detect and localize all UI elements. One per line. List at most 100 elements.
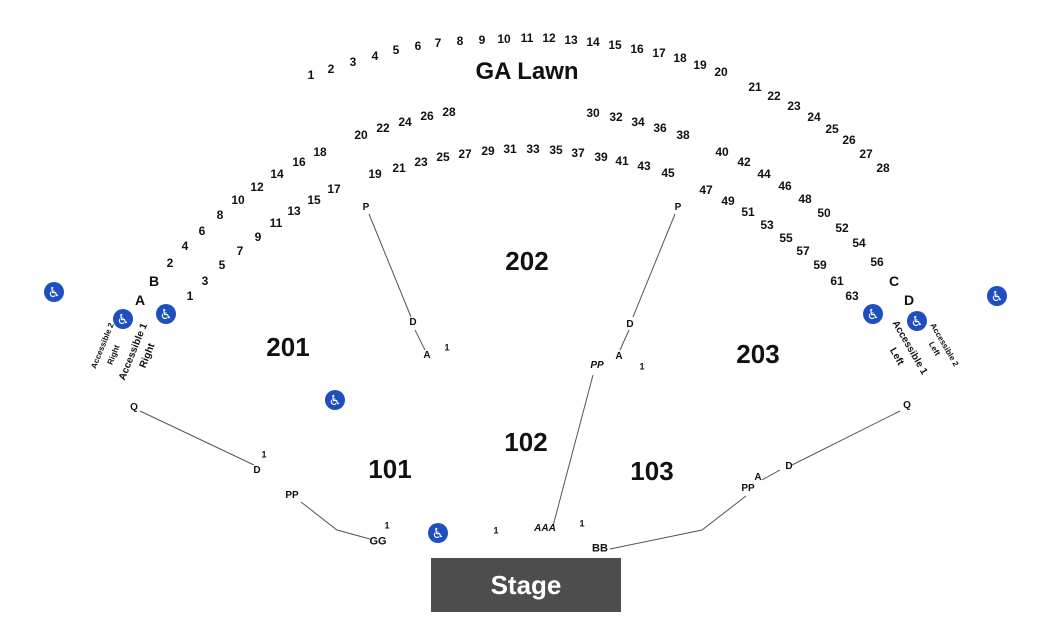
lawn-row-number: 8 [456,34,464,48]
row-a-left: A [134,292,146,308]
wheelchair-icon[interactable]: ♿ [113,309,133,329]
lawn-row-number: 25 [436,150,450,164]
lawn-row-number: 18 [673,51,687,65]
lawn-row-number: 39 [594,150,608,164]
lawn-row-number: 5 [218,258,226,272]
lawn-row-number: 7 [434,36,442,50]
lawn-row-number: 3 [201,274,209,288]
row-d-203: D [626,319,634,330]
lawn-row-number: 36 [653,121,667,135]
lawn-row-number: 1 [307,68,315,82]
lawn-row-number: 2 [166,256,174,270]
lawn-row-number: 19 [368,167,382,181]
lawn-row-number: 6 [414,39,422,53]
lawn-row-number: 13 [287,204,301,218]
lawn-row-number: 23 [414,155,428,169]
wheelchair-icon[interactable]: ♿ [325,390,345,410]
section-103[interactable]: 103 [630,456,674,486]
lawn-row-number: 31 [503,142,517,156]
lawn-row-number: 21 [392,161,406,175]
row-q-101: Q [130,402,138,413]
wheelchair-icon[interactable]: ♿ [907,311,927,331]
row-bb-103: BB [592,542,608,555]
lawn-row-number: 43 [637,159,651,173]
lawn-row-number: 35 [549,143,563,157]
row-d-right: D [903,292,915,308]
lawn-row-number: 47 [699,183,713,197]
lawn-row-number: 16 [292,155,306,169]
lawn-row-number: 10 [497,32,511,46]
lawn-row-number: 9 [254,230,262,244]
lawn-row-number: 23 [787,99,801,113]
lawn-row-number: 10 [231,193,245,207]
lawn-row-number: 9 [478,33,486,47]
divider-103-right [791,410,901,466]
lawn-row-number: 25 [825,122,839,136]
lawn-row-number: 19 [693,58,707,72]
section-201[interactable]: 201 [266,332,310,362]
lawn-row-number: 4 [181,239,189,253]
lawn-row-number: 34 [631,115,645,129]
section-102[interactable]: 102 [504,427,548,457]
divider-103-inner [761,469,781,481]
lawn-row-number: 14 [586,35,600,49]
lawn-row-number: 28 [876,161,890,175]
ga-lawn-label: GA Lawn [475,58,579,85]
row-a-201: A [423,350,431,361]
row-d-201: D [409,317,417,328]
row-1b-102: 1 [579,518,585,529]
lawn-row-number: 42 [737,155,751,169]
lawn-row-number: 3 [349,55,357,69]
wheelchair-icon[interactable]: ♿ [156,304,176,324]
row-b-left: B [148,273,160,289]
lawn-row-number: 24 [398,115,412,129]
lawn-row-number: 40 [715,145,729,159]
lawn-row-number: 15 [608,38,622,52]
lawn-row-number: 57 [796,244,810,258]
lawn-row-number: 13 [564,33,578,47]
row-aaa-102: AAA [534,523,556,534]
lawn-row-number: 54 [852,236,866,250]
lawn-row-number: 41 [615,154,629,168]
row-q-103: Q [903,400,911,411]
divider-102-103 [552,374,594,527]
divider-101-left [139,410,255,466]
divider-202-203 [632,213,676,318]
lawn-row-number: 17 [327,182,341,196]
wheelchair-icon[interactable]: ♿ [428,523,448,543]
section-202[interactable]: 202 [505,246,549,276]
lawn-row-number: 29 [481,144,495,158]
lawn-row-number: 22 [767,89,781,103]
wheelchair-icon[interactable]: ♿ [863,304,883,324]
lawn-row-number: 1 [186,289,194,303]
lawn-row-number: 16 [630,42,644,56]
section-203[interactable]: 203 [736,339,780,369]
row-a-203: A [615,351,623,362]
lawn-row-number: 55 [779,231,793,245]
row-1b-101: 1 [384,520,390,531]
lawn-row-number: 37 [571,146,585,160]
wheelchair-icon[interactable]: ♿ [987,286,1007,306]
lawn-row-number: 26 [842,133,856,147]
wheelchair-icon[interactable]: ♿ [44,282,64,302]
lawn-row-number: 49 [721,194,735,208]
lawn-row-number: 20 [354,128,368,142]
lawn-row-number: 26 [420,109,434,123]
row-d-101: D [253,465,261,476]
lawn-row-number: 61 [830,274,844,288]
row-a-103: A [754,472,762,483]
lawn-row-number: 32 [609,110,623,124]
row-gg-101: GG [369,535,387,548]
section-101[interactable]: 101 [368,454,412,484]
lawn-row-number: 30 [586,106,600,120]
lawn-row-number: 46 [778,179,792,193]
lawn-row-number: 20 [714,65,728,79]
lawn-row-number: 7 [236,244,244,258]
lawn-row-number: 45 [661,166,675,180]
divider-201-202 [368,213,412,318]
divider-202-203-inner [619,329,630,351]
lawn-row-number: 52 [835,221,849,235]
stage[interactable]: Stage [431,558,621,612]
